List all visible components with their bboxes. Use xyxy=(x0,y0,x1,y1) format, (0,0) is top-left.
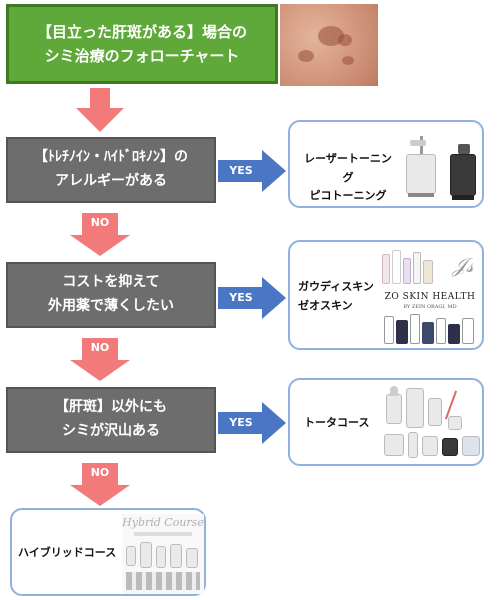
result-laser-toning: レーザートーニング ピコトーニング xyxy=(288,120,484,208)
zo-skin-brand: ZO SKIN HEALTH xyxy=(384,292,476,302)
result-hybrid-course: ハイブリッドコース Hybrid Course xyxy=(10,508,206,596)
down-arrow-1 xyxy=(76,88,124,132)
no-label-3: NO xyxy=(90,466,110,479)
question-many-spots-line2: シミが沢山ある xyxy=(62,423,160,439)
question-cost-line2: 外用薬で薄くしたい xyxy=(48,298,174,314)
yes-label-3: YES xyxy=(229,416,253,429)
result-total-course: トータコース xyxy=(288,378,484,466)
result-skincare-line1: ガウディスキン xyxy=(298,280,374,293)
yes-arrow-1 xyxy=(218,150,286,192)
down-arrow-3 xyxy=(70,338,130,381)
yes-label-2: YES xyxy=(229,291,253,304)
down-arrow-4 xyxy=(70,463,130,506)
no-label-1: NO xyxy=(90,216,110,229)
result-total-course-line1: トータコース xyxy=(304,416,370,429)
hybrid-course-image: Hybrid Course xyxy=(122,514,204,594)
question-cost-line1: コストを抑えて xyxy=(62,274,160,291)
gs-logo: 𝒥𝓈 xyxy=(452,253,474,277)
chart-title: 【目立った肝斑がある】場合の シミ治療のフォローチャート xyxy=(6,4,278,84)
yes-arrow-3 xyxy=(218,402,286,444)
result-skincare: ガウディスキン ゼオスキン 𝒥𝓈 ZO SKIN HEALTH BY ZEIN … xyxy=(288,240,484,350)
down-arrow-2 xyxy=(70,213,130,256)
question-allergy-line1: 【ﾄﾚﾁﾉｲﾝ・ﾊｲﾄﾞﾛｷﾉﾝ】の xyxy=(34,149,188,166)
no-label-2: NO xyxy=(90,341,110,354)
result-skincare-line2: ゼオスキン xyxy=(298,298,353,312)
treatment-machines-image xyxy=(382,386,482,464)
result-hybrid-course-line1: ハイブリッドコース xyxy=(18,546,117,559)
zo-skin-brand-sub: BY ZEIN OBAGI, MD xyxy=(403,304,457,310)
melasma-skin-photo xyxy=(280,4,378,86)
question-allergy-line2: アレルギーがある xyxy=(55,173,167,189)
question-cost: コストを抑えて 外用薬で薄くしたい xyxy=(6,262,216,328)
question-allergy: 【ﾄﾚﾁﾉｲﾝ・ﾊｲﾄﾞﾛｷﾉﾝ】の アレルギーがある xyxy=(6,137,216,203)
question-many-spots: 【肝斑】以外にも シミが沢山ある xyxy=(6,387,216,453)
yes-label-1: YES xyxy=(229,164,253,177)
chart-title-line1: 【目立った肝斑がある】場合の xyxy=(36,23,247,41)
skincare-products-image: 𝒥𝓈 ZO SKIN HEALTH BY ZEIN OBAGI, MD xyxy=(378,248,482,348)
pico-device-image xyxy=(448,144,478,200)
question-many-spots-line1: 【肝斑】以外にも xyxy=(55,399,167,416)
laser-device-image xyxy=(402,136,442,198)
yes-arrow-2 xyxy=(218,277,286,319)
hybrid-course-brand: Hybrid Course xyxy=(122,516,204,529)
result-laser-toning-line1: レーザートーニング xyxy=(304,152,392,184)
result-laser-toning-line2: ピコトーニング xyxy=(309,189,387,203)
chart-title-line2: シミ治療のフォローチャート xyxy=(44,47,240,65)
